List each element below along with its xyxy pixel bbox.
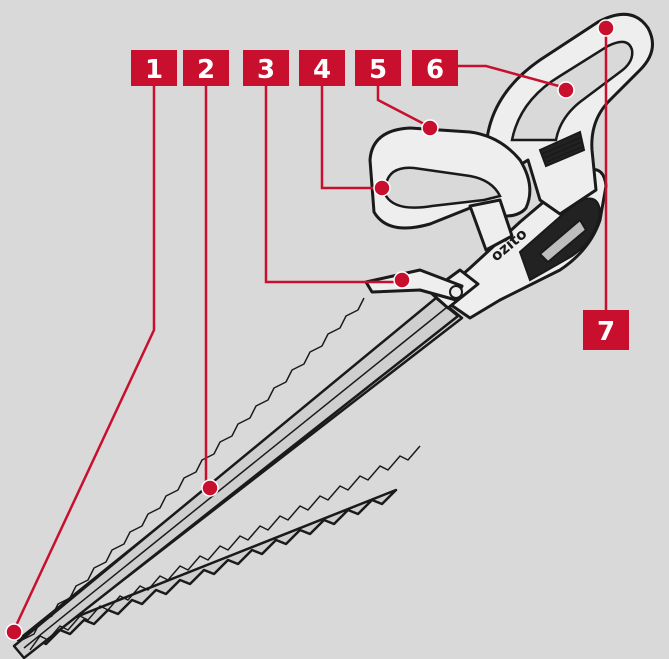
guard-lever <box>364 268 464 302</box>
callout-5-label: 5 <box>369 55 387 85</box>
front-handle-stem <box>468 198 514 252</box>
grip-texture <box>541 137 585 163</box>
blade-teeth-upper <box>21 297 365 641</box>
guard-pivot <box>449 285 463 299</box>
callout-5: 5 <box>355 50 401 86</box>
callout-7: 7 <box>583 310 629 350</box>
front-handle-opening <box>384 166 502 209</box>
dot-4 <box>373 179 391 197</box>
leader-1 <box>12 84 156 631</box>
callout-6: 6 <box>412 50 458 86</box>
callout-dots <box>5 19 615 641</box>
dot-6 <box>557 81 575 99</box>
callout-6-label: 6 <box>426 55 444 85</box>
dot-1 <box>5 623 23 641</box>
cutting-blade <box>12 296 464 659</box>
leader-4 <box>320 84 382 190</box>
leader-6 <box>458 64 567 90</box>
callout-3-label: 3 <box>257 55 275 85</box>
leader-3 <box>264 84 402 284</box>
blade-centerline <box>23 307 447 649</box>
blade-teeth <box>29 445 421 651</box>
dot-2 <box>201 479 219 497</box>
callout-labels: 1 2 3 4 5 6 7 <box>131 50 629 350</box>
dot-7 <box>597 19 615 37</box>
blade-guard <box>364 268 464 302</box>
callout-2-label: 2 <box>197 55 215 85</box>
callout-4-label: 4 <box>313 55 331 85</box>
callout-1-label: 1 <box>145 55 163 85</box>
leader-lines <box>12 28 608 631</box>
callout-3: 3 <box>243 50 289 86</box>
callout-7-label: 7 <box>597 317 615 347</box>
battery-ribs <box>538 218 588 264</box>
dot-3 <box>393 271 411 289</box>
leader-5 <box>376 84 429 128</box>
callout-1: 1 <box>131 50 177 86</box>
dot-5 <box>421 119 439 137</box>
callout-2: 2 <box>183 50 229 86</box>
front-handle <box>368 126 532 252</box>
callout-4: 4 <box>299 50 345 86</box>
